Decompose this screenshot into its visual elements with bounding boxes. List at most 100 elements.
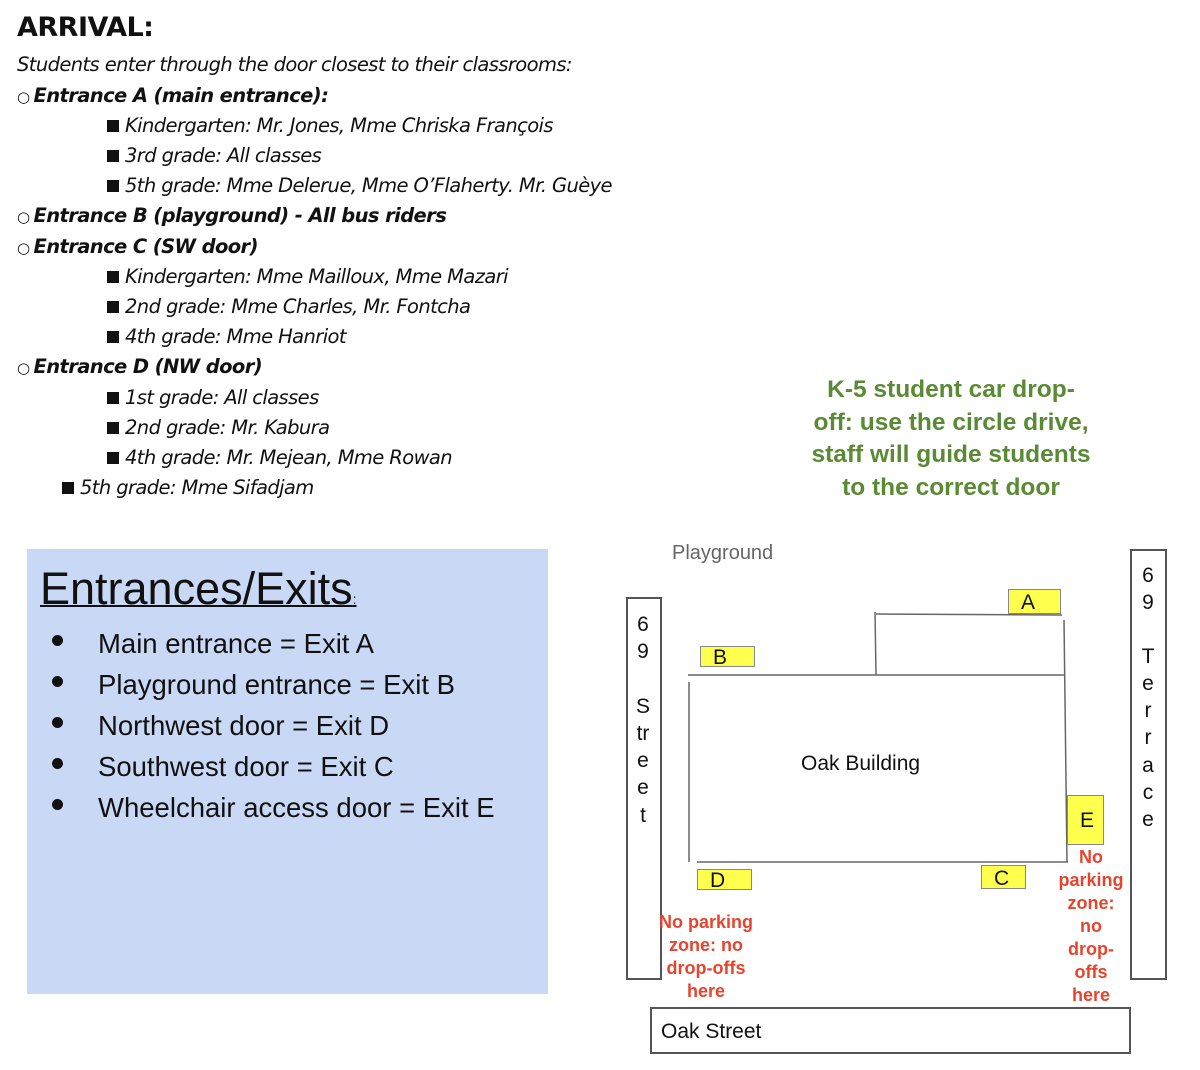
list-item-text: 3rd grade: All classes xyxy=(125,144,322,167)
exit-item: Wheelchair access door = Exit E xyxy=(52,792,495,824)
exit-item: Northwest door = Exit D xyxy=(52,710,389,742)
bullet-icon xyxy=(52,717,63,728)
street-letter: 6 xyxy=(1142,564,1154,587)
exit-item-text: Playground entrance = Exit B xyxy=(98,669,455,700)
oak-street-label: Oak Street xyxy=(661,1020,762,1043)
street-letter: c xyxy=(1142,780,1154,804)
list-item: 1st grade: All classes xyxy=(107,386,319,409)
bullet-icon xyxy=(52,758,63,769)
circle-bullet-icon: ○ xyxy=(17,208,30,226)
exits-title-colon: : xyxy=(352,591,357,607)
warning-line: drop- xyxy=(1068,939,1114,959)
bullet-icon xyxy=(52,676,63,687)
list-item: Kindergarten: Mr. Jones, Mme Chriska Fra… xyxy=(107,114,554,137)
no-parking-right: No parking zone: no drop- offs here xyxy=(1046,846,1136,1007)
list-item-text: 4th grade: Mme Hanriot xyxy=(125,325,347,348)
square-bullet-icon xyxy=(62,482,74,494)
list-item-text: 5th grade: Mme Delerue, Mme O’Flaherty. … xyxy=(125,174,613,197)
warning-line: drop-offs xyxy=(666,958,746,978)
list-item-text: 2nd grade: Mme Charles, Mr. Fontcha xyxy=(125,295,471,318)
door-a: A xyxy=(1008,589,1061,614)
no-parking-left: No parking zone: no drop-offs here xyxy=(646,911,766,1003)
note-line: to the correct door xyxy=(842,473,1060,501)
warning-line: parking xyxy=(1058,870,1124,890)
list-item: 5th grade: Mme Sifadjam xyxy=(62,476,314,499)
exit-item-text: Main entrance = Exit A xyxy=(98,628,374,659)
exit-item-text: Wheelchair access door = Exit E xyxy=(98,792,495,823)
street-letter: tr xyxy=(636,721,650,745)
bullet-icon xyxy=(52,799,63,810)
warning-line: zone: xyxy=(1067,893,1115,913)
street-letter: S xyxy=(635,694,650,718)
list-item-text: 2nd grade: Mr. Kabura xyxy=(125,416,330,439)
street-letter: e xyxy=(637,776,649,800)
square-bullet-icon xyxy=(107,180,119,192)
warning-line: zone: no xyxy=(669,935,743,955)
square-bullet-icon xyxy=(107,422,119,434)
list-item: 3rd grade: All classes xyxy=(107,144,322,167)
list-item-text: Kindergarten: Mme Mailloux, Mme Mazari xyxy=(125,265,509,288)
exit-item: Main entrance = Exit A xyxy=(52,628,374,660)
door-d: D xyxy=(697,869,752,891)
square-bullet-icon xyxy=(107,150,119,162)
list-item-text: Kindergarten: Mr. Jones, Mme Chriska Fra… xyxy=(125,114,554,137)
entrance-a-label: ○Entrance A (main entrance): xyxy=(17,84,329,107)
warning-line: here xyxy=(1071,985,1111,1005)
note-line: off: use the circle drive, xyxy=(813,408,1089,436)
circle-bullet-icon: ○ xyxy=(17,88,30,106)
left-street-label: 6 9 S tr e e t xyxy=(625,611,661,829)
street-letter: 9 xyxy=(637,640,649,664)
circle-bullet-icon: ○ xyxy=(17,239,30,257)
oak-building-label: Oak Building xyxy=(801,752,921,775)
entrance-a-text: Entrance A (main entrance): xyxy=(33,84,329,107)
playground-label: Playground xyxy=(672,542,774,564)
warning-line: No parking xyxy=(658,912,753,932)
warning-line: here xyxy=(686,981,726,1001)
door-c: C xyxy=(981,865,1026,889)
entrance-c-label: ○Entrance C (SW door) xyxy=(17,235,258,258)
oak-street-box xyxy=(650,1007,1131,1054)
square-bullet-icon xyxy=(107,271,119,283)
list-item-text: 1st grade: All classes xyxy=(125,386,319,409)
street-letter: a xyxy=(1142,753,1154,777)
square-bullet-icon xyxy=(107,392,119,404)
annex-wall-top xyxy=(875,613,1063,616)
entrance-b-label: ○Entrance B (playground) - All bus rider… xyxy=(17,204,447,227)
entrance-d-label: ○Entrance D (NW door) xyxy=(17,355,263,378)
right-street-label: 6 9 T e r r a c e xyxy=(1130,562,1166,833)
arrival-title: ARRIVAL: xyxy=(17,12,154,43)
bullet-icon xyxy=(52,635,63,646)
square-bullet-icon xyxy=(107,452,119,464)
exits-panel xyxy=(27,549,548,994)
exit-item-text: Northwest door = Exit D xyxy=(98,710,390,741)
car-dropoff-note: K-5 student car drop- off: use the circl… xyxy=(775,374,1127,504)
list-item: 4th grade: Mme Hanriot xyxy=(107,325,347,348)
exit-item: Southwest door = Exit C xyxy=(52,751,394,783)
building-wall-right xyxy=(1063,619,1068,863)
left-street-box xyxy=(626,597,662,980)
list-item: 2nd grade: Mme Charles, Mr. Fontcha xyxy=(107,295,471,318)
street-letter: r xyxy=(1144,699,1152,723)
list-item: Kindergarten: Mme Mailloux, Mme Mazari xyxy=(107,265,509,288)
right-street-box xyxy=(1130,549,1167,980)
arrival-intro: Students enter through the door closest … xyxy=(17,53,572,76)
annex-wall-left xyxy=(874,611,877,676)
list-item: 5th grade: Mme Delerue, Mme O’Flaherty. … xyxy=(107,174,613,197)
list-item-text: 4th grade: Mr. Mejean, Mme Rowan xyxy=(125,446,453,469)
entrance-c-text: Entrance C (SW door) xyxy=(33,235,259,258)
street-letter: r xyxy=(1144,726,1152,750)
list-item-text: 5th grade: Mme Sifadjam xyxy=(80,476,314,499)
exits-title-text: Entrances/Exits xyxy=(40,563,353,614)
door-b: B xyxy=(700,646,755,668)
exit-item-text: Southwest door = Exit C xyxy=(98,751,394,782)
street-letter: e xyxy=(637,749,649,773)
street-letter: 9 xyxy=(1142,591,1154,615)
note-line: K-5 student car drop- xyxy=(827,376,1075,403)
list-item: 2nd grade: Mr. Kabura xyxy=(107,416,330,439)
street-letter: 6 xyxy=(637,613,649,636)
square-bullet-icon xyxy=(107,331,119,343)
door-e: E xyxy=(1067,795,1104,845)
entrance-d-text: Entrance D (NW door) xyxy=(33,355,263,378)
